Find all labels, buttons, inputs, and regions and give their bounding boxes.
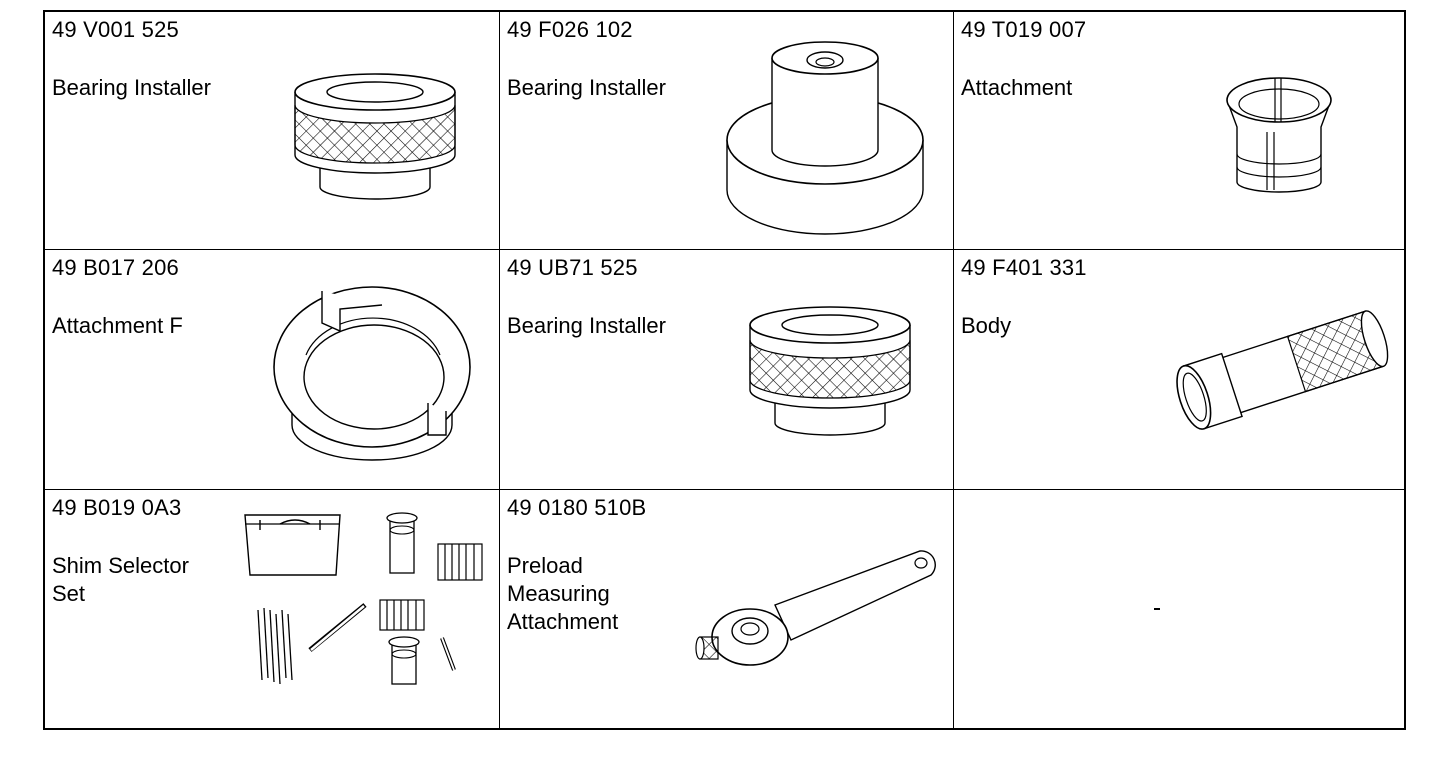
tool-cell: 49 0180 510B Preload Measuring Attachmen… — [500, 490, 954, 728]
tool-cell: 49 F401 331 Body — [954, 250, 1404, 490]
stray-mark — [1154, 608, 1160, 610]
part-number: 49 UB71 525 — [507, 255, 638, 280]
split-collet-attachment-icon — [1226, 77, 1332, 193]
part-number: 49 V001 525 — [52, 17, 179, 42]
tool-name: Bearing Installer — [52, 75, 211, 100]
part-number: 49 0180 510B — [507, 495, 647, 520]
bearing-installer-flanged-icon — [726, 41, 924, 235]
part-number: 49 T019 007 — [961, 17, 1087, 42]
shim-selector-set-icon — [244, 512, 483, 685]
tool-cell: 49 F026 102 Bearing Installer — [500, 12, 954, 250]
part-number: 49 B017 206 — [52, 255, 179, 280]
part-number: 49 B019 0A3 — [52, 495, 182, 520]
tool-name: Preload Measuring Attachment — [507, 553, 619, 634]
notched-ring-attachment-icon — [273, 286, 471, 461]
tool-name: Body — [961, 313, 1012, 338]
tool-cell: 49 B019 0A3 Shim Selector Set — [45, 490, 500, 728]
empty-cell — [954, 490, 1404, 728]
tool-name: Attachment — [961, 75, 1073, 100]
tool-cell: 49 UB71 525 Bearing Installer — [500, 250, 954, 490]
tool-name: Bearing Installer — [507, 75, 666, 100]
part-number: 49 F401 331 — [961, 255, 1087, 280]
bearing-installer-knurled-icon — [749, 306, 911, 436]
tool-name: Bearing Installer — [507, 313, 666, 338]
tool-name: Attachment F — [52, 313, 183, 338]
knurled-body-tube-icon — [1176, 310, 1389, 430]
tool-name: Shim Selector Set — [52, 553, 189, 606]
tool-cell: 49 T019 007 Attachment — [954, 12, 1404, 250]
part-number: 49 F026 102 — [507, 17, 633, 42]
special-tools-table: 49 V001 525 Bearing Installer 49 F026 10… — [43, 10, 1406, 730]
preload-wrench-icon — [695, 550, 936, 666]
bearing-installer-knurled-icon — [294, 73, 456, 200]
tool-cell: 49 B017 206 Attachment F — [45, 250, 500, 490]
tool-cell: 49 V001 525 Bearing Installer — [45, 12, 500, 250]
